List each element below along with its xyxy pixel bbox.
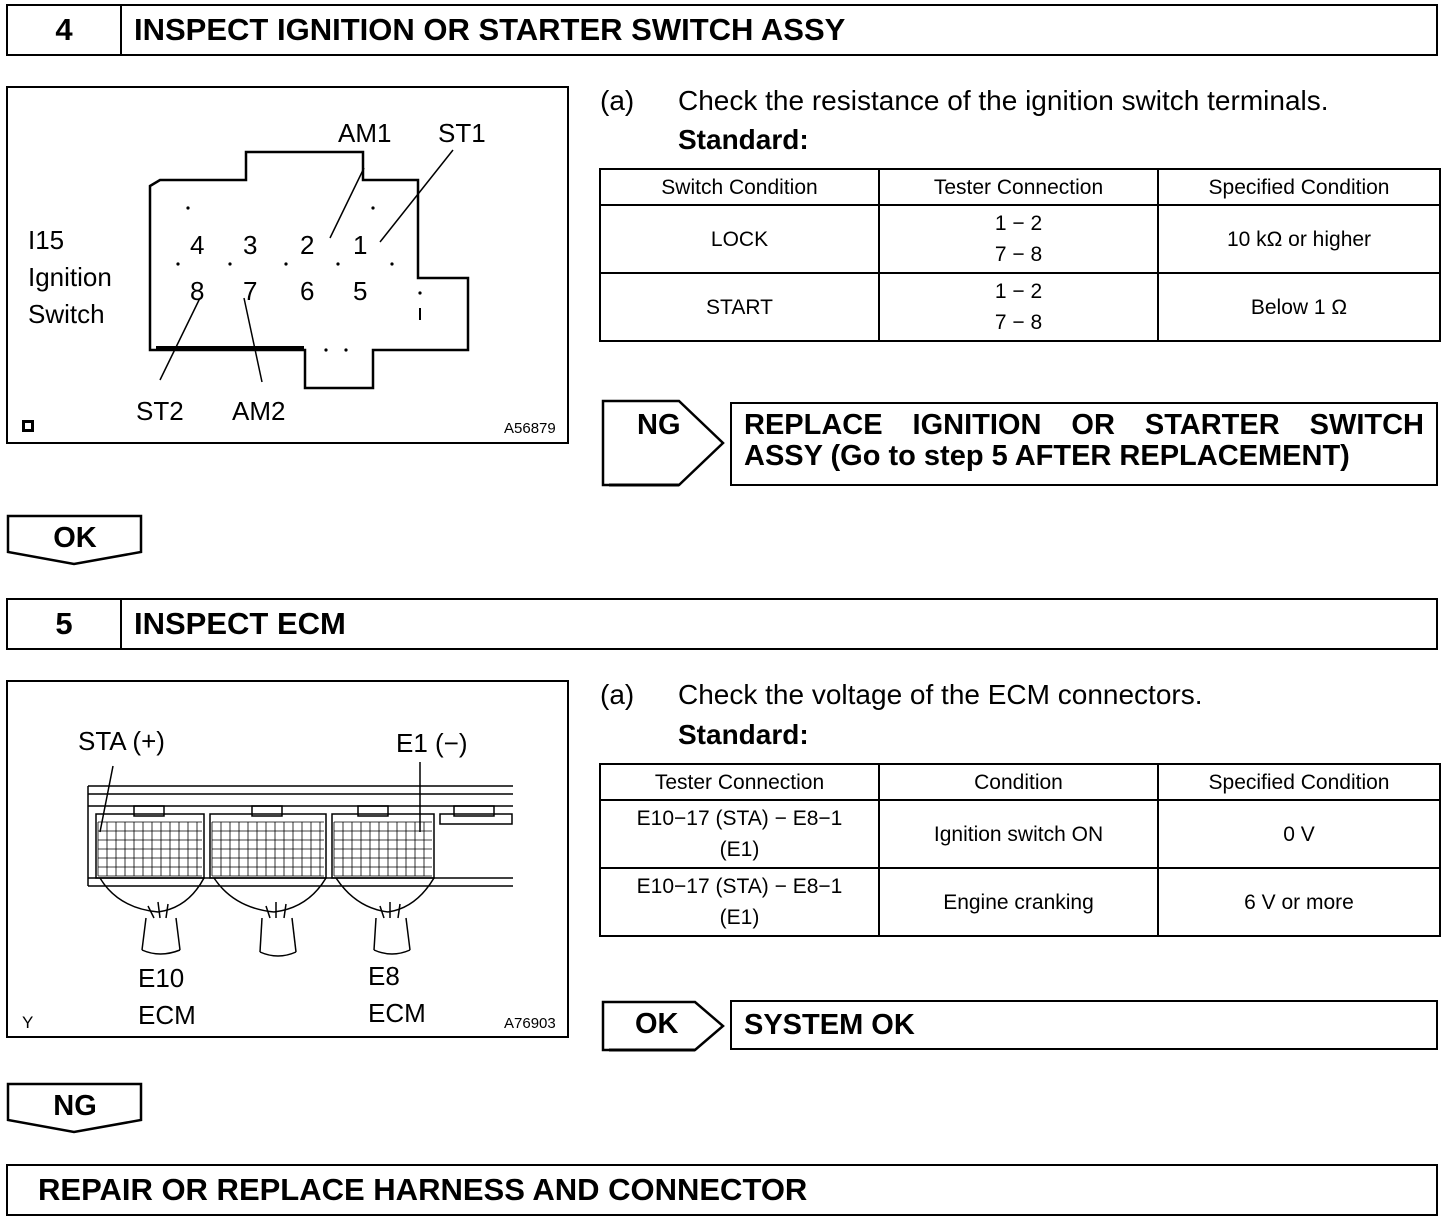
header-specified-condition: Specified Condition xyxy=(1157,168,1441,206)
voltage-spec-table: Tester Connection Condition Specified Co… xyxy=(599,763,1441,937)
pin-1: 1 xyxy=(353,230,368,260)
cell-condition: Ignition switch ON xyxy=(878,799,1159,869)
step-title: INSPECT ECM xyxy=(134,606,346,641)
cell-tester-connection: 1 − 2 7 − 8 xyxy=(878,272,1159,342)
final-action-box: REPAIR OR REPLACE HARNESS AND CONNECTOR xyxy=(6,1164,1438,1216)
cell-specified-condition: Below 1 Ω xyxy=(1157,272,1441,342)
ok-result-box: SYSTEM OK xyxy=(730,1000,1438,1050)
connector-label: I15 Ignition Switch xyxy=(28,225,112,329)
table-row: LOCK 1 − 2 7 − 8 10 kΩ or higher xyxy=(599,204,1441,274)
cell-tester-connection: E10−17 (STA) − E8−1 (E1) xyxy=(599,799,880,869)
ok-result: SYSTEM OK xyxy=(744,1009,915,1041)
ecm-drawing xyxy=(87,762,513,957)
figure-id: A56879 xyxy=(504,420,556,437)
pin-2: 2 xyxy=(300,230,315,260)
cell-switch-condition: START xyxy=(599,272,880,342)
standard-label: Standard: xyxy=(678,124,809,155)
header-tester-connection: Tester Connection xyxy=(599,763,880,801)
step-letter: (a) xyxy=(600,679,635,710)
ng-label: NG xyxy=(637,409,681,441)
callout-st1: ST1 xyxy=(438,118,486,148)
cell-tester-connection: 1 − 2 7 − 8 xyxy=(878,204,1159,274)
cell-specified-condition: 0 V xyxy=(1157,799,1441,869)
standard-label: Standard: xyxy=(678,719,809,750)
cell-specified-condition: 10 kΩ or higher xyxy=(1157,204,1441,274)
pin-6: 6 xyxy=(300,276,315,306)
resistance-spec-table: Switch Condition Tester Connection Speci… xyxy=(599,168,1441,342)
step-number: 4 xyxy=(8,6,122,54)
e10-ecm-label: E10 ECM xyxy=(138,963,196,1030)
header-tester-connection: Tester Connection xyxy=(878,168,1159,206)
cell-condition: Engine cranking xyxy=(878,867,1159,937)
ng-result-box: REPLACE IGNITION OR STARTER SWITCH ASSY … xyxy=(730,402,1438,486)
cell-tester-connection: E10−17 (STA) − E8−1 (E1) xyxy=(599,867,880,937)
final-action-title: REPAIR OR REPLACE HARNESS AND CONNECTOR xyxy=(38,1172,808,1207)
e8-ecm-label: E8 ECM xyxy=(368,961,426,1028)
callout-am2: AM2 xyxy=(232,396,286,426)
cell-switch-condition: LOCK xyxy=(599,204,880,274)
table-header-row: Tester Connection Condition Specified Co… xyxy=(599,763,1441,801)
header-condition: Condition xyxy=(878,763,1159,801)
pin-8: 8 xyxy=(190,276,205,306)
ecm-connector-figure: STA (+) E1 (−) E10 ECM E8 ECM Y A76903 xyxy=(6,680,569,1038)
callout-am1: AM1 xyxy=(338,118,392,148)
ng-label: NG xyxy=(53,1090,97,1122)
cell-specified-condition: 6 V or more xyxy=(1157,867,1441,937)
e1-minus-label: E1 (−) xyxy=(396,728,468,758)
instruction: Check the voltage of the ECM connectors. xyxy=(678,679,1203,710)
ok-branch-tag: OK xyxy=(6,514,144,568)
ok-branch-arrow: OK xyxy=(601,1000,727,1052)
ng-result-line-2: ASSY (Go to step 5 AFTER REPLACEMENT) xyxy=(744,440,1350,472)
step-title: INSPECT IGNITION OR STARTER SWITCH ASSY xyxy=(134,12,846,47)
pin-4: 4 xyxy=(190,230,205,260)
header-switch-condition: Switch Condition xyxy=(599,168,880,206)
figure-id: A76903 xyxy=(504,1015,556,1032)
callout-st2: ST2 xyxy=(136,396,184,426)
step-number: 5 xyxy=(8,600,122,648)
ok-label: OK xyxy=(635,1008,679,1040)
sta-plus-label: STA (+) xyxy=(78,726,165,756)
instruction: Check the resistance of the ignition swi… xyxy=(678,85,1329,116)
ng-result-line-1: REPLACE IGNITION OR STARTER SWITCH xyxy=(744,409,1424,441)
header-specified-condition: Specified Condition xyxy=(1157,763,1441,801)
pin-5: 5 xyxy=(353,276,368,306)
ignition-switch-figure: AM1 ST1 I15 Ignition Switch 4 3 2 1 8 7 … xyxy=(6,86,569,444)
step-4-header: 4 INSPECT IGNITION OR STARTER SWITCH ASS… xyxy=(6,4,1438,56)
step-5-header: 5 INSPECT ECM xyxy=(6,598,1438,650)
connector-drawing xyxy=(22,149,470,432)
table-row: E10−17 (STA) − E8−1 (E1) Engine cranking… xyxy=(599,867,1441,937)
ng-branch-tag: NG xyxy=(6,1082,144,1136)
corner-mark: Y xyxy=(22,1013,34,1032)
pin-3: 3 xyxy=(243,230,258,260)
table-row: E10−17 (STA) − E8−1 (E1) Ignition switch… xyxy=(599,799,1441,869)
table-row: START 1 − 2 7 − 8 Below 1 Ω xyxy=(599,272,1441,342)
step-letter: (a) xyxy=(600,85,635,116)
ng-branch-arrow: NG xyxy=(601,399,727,487)
table-header-row: Switch Condition Tester Connection Speci… xyxy=(599,168,1441,206)
ok-label: OK xyxy=(53,522,97,554)
pin-7: 7 xyxy=(243,276,258,306)
